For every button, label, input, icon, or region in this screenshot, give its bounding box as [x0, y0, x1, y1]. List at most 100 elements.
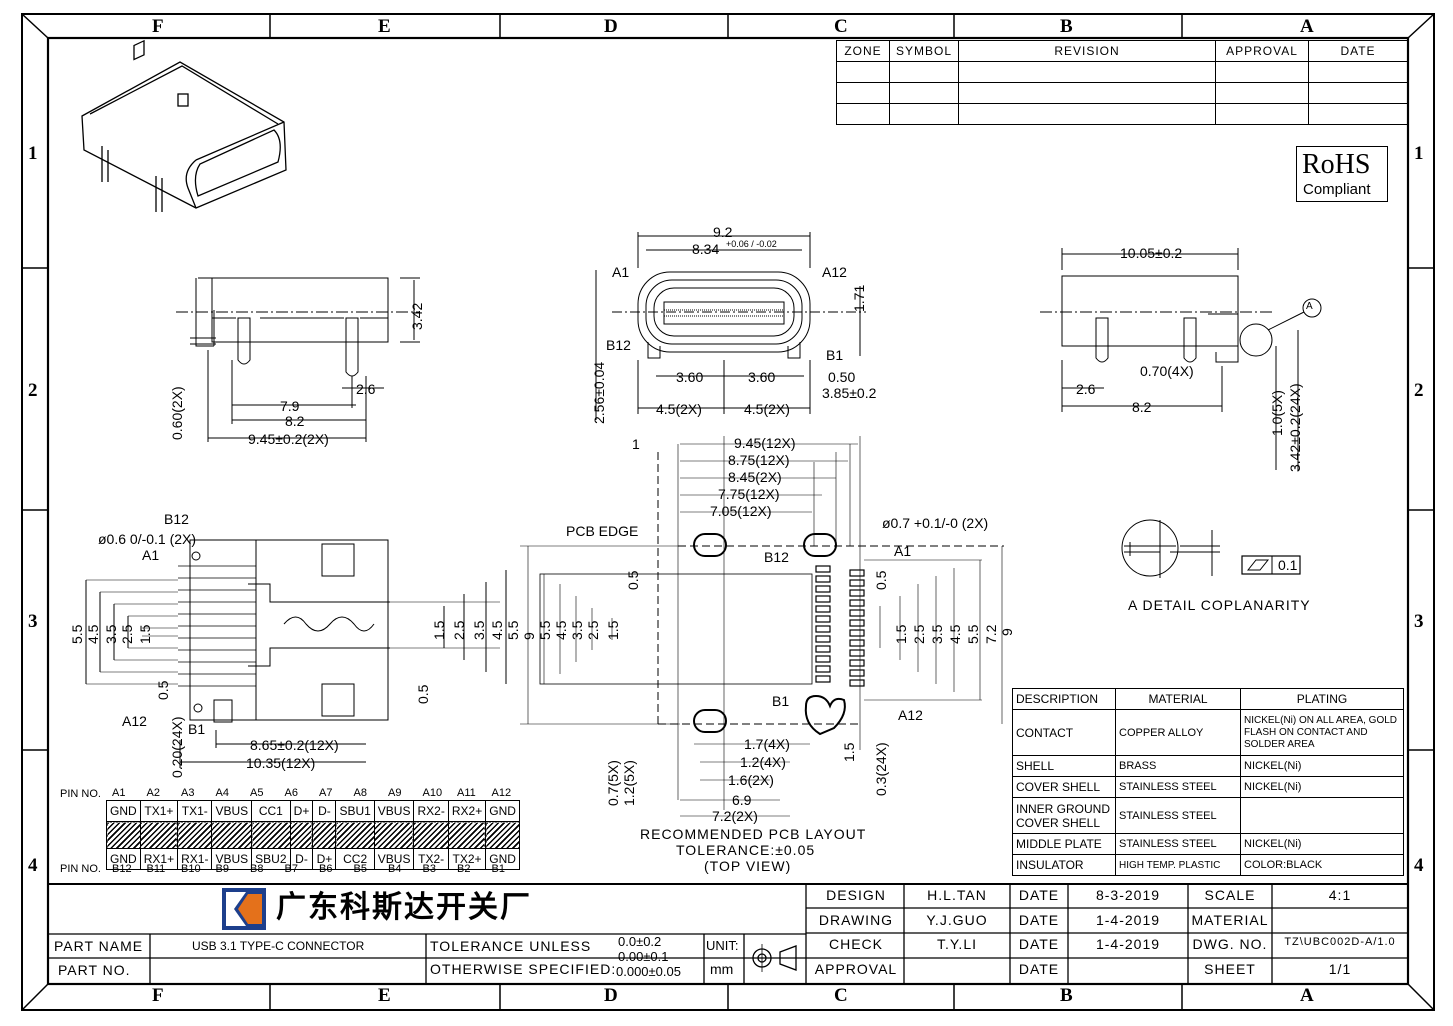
zone-row-1-left: 1 [28, 143, 38, 164]
tb-role: CHECK [828, 936, 883, 952]
label-b12: B12 [606, 337, 631, 353]
tb-date: 8-3-2019 [1095, 887, 1161, 903]
pin-number-top: A6 [284, 787, 298, 799]
pin-name-top: VBUS [373, 800, 415, 822]
dim-bot-865: 8.65±0.2(12X) [250, 737, 339, 753]
pcb-pad-row-a [849, 659, 865, 667]
projection-symbol-icon [748, 946, 800, 972]
pcb-pad-row-b [815, 615, 831, 623]
zone-row-1-right: 1 [1414, 143, 1424, 164]
coplanarity-value: 0.1 [1278, 557, 1298, 573]
mat-row-shell-desc: SHELL [1012, 755, 1116, 777]
dim-r-26: 2.6 [1076, 381, 1096, 397]
dim-pcb-705: 7.05(12X) [710, 503, 772, 519]
label-a1: A1 [612, 264, 630, 280]
pcb-pad-row-b [815, 585, 831, 593]
dim-front-width: 9.2 [713, 224, 733, 240]
pin-name-top: TX1+ [139, 800, 179, 822]
zone-row-4-left: 4 [28, 855, 38, 876]
pin-name-bottom: TX2+ [447, 848, 487, 870]
dim-r-1005: 10.05±0.2 [1120, 245, 1183, 261]
tb-role: DESIGN [826, 887, 886, 903]
pin-name-bottom: CC2 [335, 848, 375, 870]
pcb-layout-view: (TOP VIEW) [704, 858, 792, 874]
pcb-pad-row-a [849, 589, 865, 597]
tolerance-value-1: 0.0±0.2 [618, 934, 662, 949]
pcb-pad-row-a [849, 679, 865, 687]
pcb-pad-row-a [849, 639, 865, 647]
dim-pcb-hole: ø0.7 +0.1/-0 (2X) [882, 515, 989, 531]
zone-col-e-bottom: E [378, 985, 391, 1006]
label-pcb-b12: B12 [764, 549, 789, 565]
pcb-pad-row-b [815, 655, 831, 663]
dim-pcb-775: 7.75(12X) [718, 486, 780, 502]
pin-name-top: D+ [289, 800, 314, 822]
pin-name-bottom: TX2- [413, 848, 449, 870]
tb-date-label: DATE [1018, 911, 1060, 928]
mat-row-inner-desc: INNER GROUND COVER SHELL [1012, 797, 1116, 834]
zone-col-c-bottom: C [834, 985, 848, 1006]
coplanarity-title: A DETAIL COPLANARITY [1128, 597, 1311, 613]
pin-number-top: A5 [250, 787, 264, 799]
front-view [595, 232, 866, 420]
zone-row-3-right: 3 [1414, 611, 1424, 632]
pin-number-bottom: B11 [146, 863, 166, 875]
dim-pcb-875: 8.75(12X) [728, 452, 790, 468]
pcb-pad-row-a [849, 579, 865, 587]
mat-row-middle-material: STAINLESS STEEL [1115, 833, 1241, 855]
pcb-pad-row-b [815, 675, 831, 683]
rev-header-approval: APPROVAL [1215, 40, 1309, 62]
pin-hatch-cell [413, 821, 449, 849]
pcb-pad-row-b [815, 625, 831, 633]
tb-role: DRAWING [818, 911, 894, 928]
zone-col-f-bottom: F [152, 985, 164, 1006]
company-logo-icon [222, 888, 266, 930]
mat-row-cover-material: STAINLESS STEEL [1115, 776, 1241, 798]
rev-header-revision: REVISION [958, 40, 1216, 62]
connector-3d-view [81, 39, 287, 212]
pcb-pad-row-b [815, 665, 831, 673]
tb-field-label: SHEET [1204, 960, 1256, 977]
zone-col-b-top: B [1060, 16, 1073, 37]
pin-number-top: A2 [146, 787, 160, 799]
dim-front-inner: 8.34 [692, 241, 720, 257]
label-pcb-a12: A12 [898, 707, 923, 723]
dim-360-b: 3.60 [748, 369, 776, 385]
pcb-pad-row-b [815, 575, 831, 583]
tb-name: H.L.TAN [927, 887, 987, 903]
pcb-pad-row-a [849, 609, 865, 617]
tb-field-value: TZ\UBC002D-A/1.0 [1284, 936, 1396, 948]
tb-field-label: DWG. NO. [1192, 936, 1268, 952]
pin-number-bottom: B12 [112, 863, 132, 875]
pcb-pad-row-b [815, 635, 831, 643]
dim-r-82: 8.2 [1132, 399, 1152, 415]
pin-number-top: A9 [388, 787, 402, 799]
pcb-pad-row-a [849, 569, 865, 577]
pcb-pad-row-a [849, 599, 865, 607]
label-pcb-edge: PCB EDGE [566, 523, 639, 539]
zone-col-c-top: C [834, 16, 848, 37]
dim-r-070: 0.70(4X) [1140, 363, 1194, 379]
tb-field-label: SCALE [1204, 887, 1256, 903]
pin-name-bottom: SBU2 [251, 848, 291, 870]
label-b1: B1 [826, 347, 844, 363]
tb-date-label: DATE [1018, 960, 1060, 977]
dim-side-82: 8.2 [285, 413, 305, 429]
zone-row-2-right: 2 [1414, 380, 1424, 401]
pin-name-bottom: RX1- [177, 848, 213, 870]
tolerance-value-2: 0.00±0.1 [618, 949, 669, 964]
zone-row-2-left: 2 [28, 380, 38, 401]
pcb-pad-row-a [849, 619, 865, 627]
pin-number-bottom: B9 [215, 863, 229, 875]
pin-name-top: VBUS [211, 800, 253, 822]
dim-pcb-945: 9.45(12X) [734, 435, 796, 451]
dim-385: 3.85±0.2 [822, 385, 877, 401]
side-view-right [1040, 248, 1322, 470]
mat-row-contact-desc: CONTACT [1012, 709, 1116, 756]
pin-number-bottom: B10 [181, 863, 201, 875]
mat-row-cover-desc: COVER SHELL [1012, 776, 1116, 798]
mat-row-contact-plating: NICKEL(Ni) ON ALL AREA, GOLD FLASH ON CO… [1240, 709, 1404, 756]
pin-number-bottom: B2 [457, 863, 471, 875]
pin-number-top: A11 [457, 787, 476, 799]
